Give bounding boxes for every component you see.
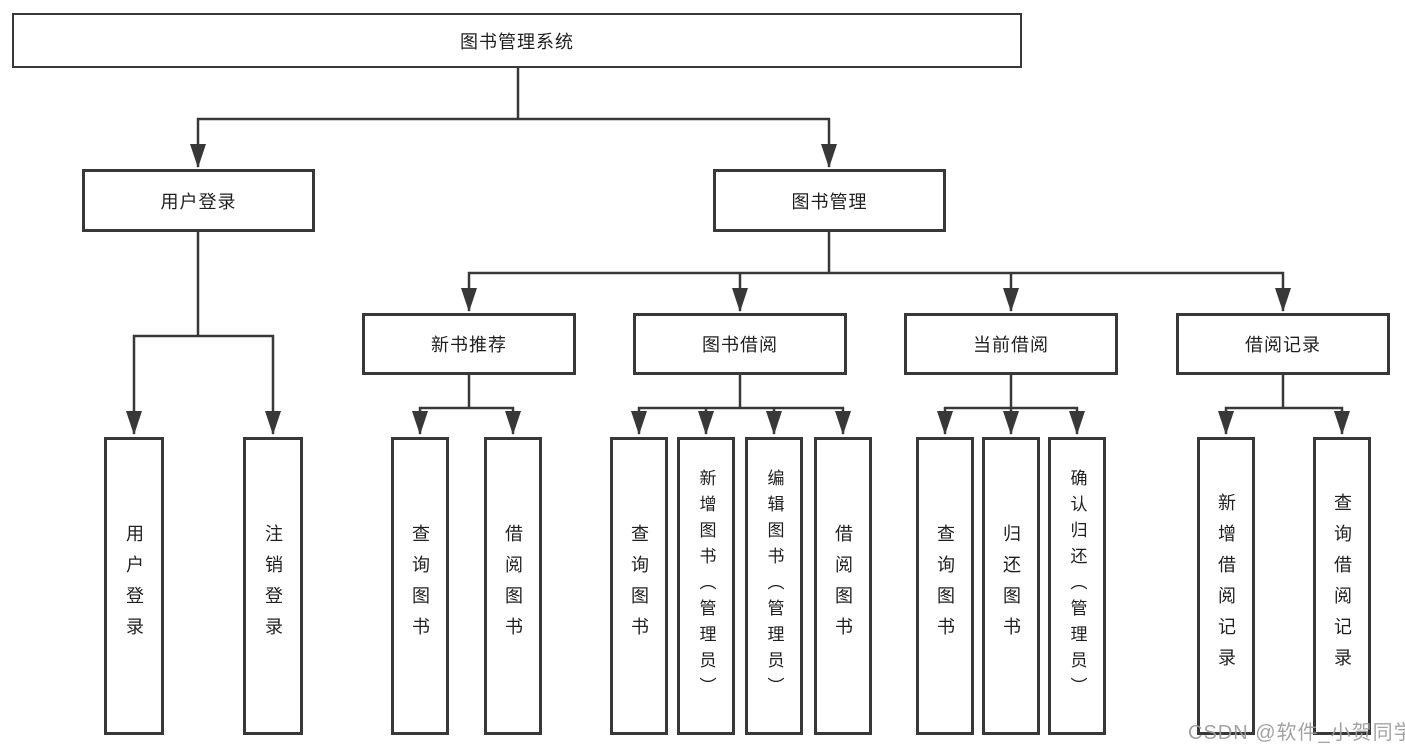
leaf-query-books: 查询图书 [610,437,668,735]
node-root-system: 图书管理系统 [12,13,1022,68]
leaf-add-book-admin: 新增图书（管理员） [677,437,735,735]
node-user-login: 用户登录 [82,169,315,232]
leaf-query-books: 查询图书 [916,437,974,735]
node-new-book-recommendation: 新书推荐 [362,313,576,375]
leaf-borrow-book: 借阅图书 [484,437,542,735]
csdn-watermark: CSDN @软件_小贺同学 [1188,722,1405,744]
leaf-logout: 注销登录 [243,437,303,735]
leaf-user-login: 用户登录 [104,437,164,735]
node-book-borrowing: 图书借阅 [633,313,847,375]
leaf-confirm-return-admin: 确认归还（管理员） [1048,437,1106,735]
node-borrowing-records: 借阅记录 [1176,313,1390,375]
node-current-borrowing: 当前借阅 [904,313,1118,375]
leaf-query-borrow-record: 查询借阅记录 [1313,437,1371,735]
leaf-return-book: 归还图书 [982,437,1040,735]
leaf-add-borrow-record: 新增借阅记录 [1197,437,1255,735]
node-book-management: 图书管理 [713,169,946,232]
leaf-query-books: 查询图书 [391,437,449,735]
leaf-borrow-book: 借阅图书 [814,437,872,735]
leaf-edit-book-admin: 编辑图书（管理员） [745,437,803,735]
